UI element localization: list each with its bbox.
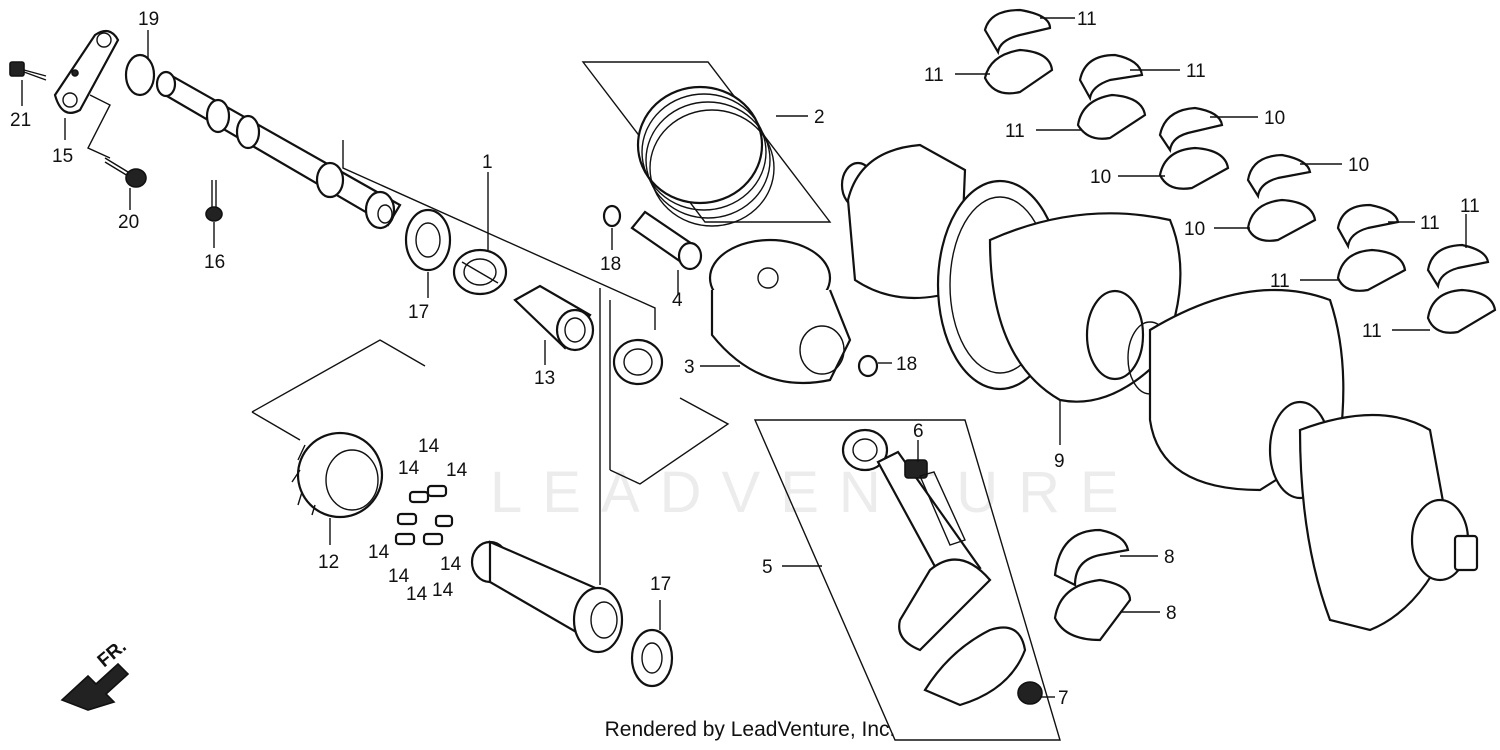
callout-8b: 8 (1166, 603, 1177, 624)
bearings-8 (1053, 528, 1132, 642)
callout-14h: 14 (432, 580, 454, 601)
callout-1: 1 (482, 152, 493, 173)
needle-bearing-1 (452, 248, 508, 296)
callout-14g: 14 (406, 584, 428, 605)
callout-10a: 10 (1264, 108, 1285, 129)
front-direction-arrow: FR. (60, 636, 131, 711)
callout-19: 19 (138, 9, 159, 30)
callout-14c: 14 (446, 460, 468, 481)
callout-2: 2 (814, 107, 825, 128)
rollers-14 (394, 484, 454, 546)
callout-3: 3 (684, 357, 695, 378)
clip-18-upper (602, 204, 622, 228)
callout-6: 6 (913, 421, 924, 442)
bolt-21 (9, 61, 47, 81)
watermark-text: LEADVENTURE (490, 460, 1139, 525)
callout-10c: 10 (1348, 155, 1369, 176)
rod-bolt-6 (904, 459, 966, 546)
nut-7 (1017, 681, 1043, 705)
callout-11c: 11 (1186, 61, 1206, 82)
washer-19 (124, 53, 156, 97)
callout-11g: 11 (1270, 271, 1290, 292)
callout-10d: 10 (1184, 219, 1205, 240)
primary-shaft (155, 70, 402, 230)
callout-14e: 14 (388, 566, 410, 587)
oil-seal-17-lower (630, 628, 674, 688)
callouts: 1 2 3 4 5 6 7 8 8 9 10 10 10 10 11 11 11… (10, 9, 1480, 709)
leader-lines (21, 17, 1467, 698)
callout-14f: 14 (440, 554, 462, 575)
primary-shaft-frame (342, 140, 656, 330)
callout-11f: 11 (1460, 196, 1480, 217)
piston-3 (708, 238, 852, 385)
callout-15: 15 (52, 146, 73, 167)
bearing-frame (609, 397, 730, 485)
oil-seal-17-upper (404, 208, 452, 272)
callout-20: 20 (118, 212, 139, 233)
callout-8a: 8 (1164, 547, 1175, 568)
rod-cap (923, 626, 1027, 707)
credit-line: Rendered by LeadVenture, Inc. (0, 718, 1500, 742)
callout-17a: 17 (408, 302, 429, 323)
callout-11h: 11 (1362, 321, 1382, 342)
callout-18b: 18 (896, 354, 917, 375)
bolt-20 (104, 157, 147, 188)
starter-gear-12 (291, 431, 384, 519)
main-bearings (983, 8, 1497, 334)
callout-14b: 14 (398, 458, 420, 479)
callout-14d: 14 (368, 542, 390, 563)
callout-14a: 14 (418, 436, 440, 457)
clip-18-lower (857, 354, 879, 378)
callout-9: 9 (1054, 451, 1065, 472)
callout-7: 7 (1058, 688, 1069, 709)
collar-13 (513, 284, 595, 352)
starter-clutch-shaft (470, 540, 624, 654)
callout-11a: 11 (1077, 9, 1097, 30)
piston-pin-4 (630, 210, 703, 271)
starter-clutch-frame-lower (251, 411, 301, 441)
callout-17b: 17 (650, 574, 671, 595)
callout-10b: 10 (1090, 167, 1111, 188)
needle-bearing-2 (612, 338, 664, 386)
callout-16: 16 (204, 252, 225, 273)
callout-12: 12 (318, 552, 339, 573)
callout-4: 4 (672, 290, 683, 311)
piston-rings-2 (636, 85, 775, 227)
callout-5: 5 (762, 557, 773, 578)
crankshaft-9 (840, 143, 1479, 632)
arm-leader-2 (87, 94, 111, 159)
direction-label: FR. (94, 636, 131, 672)
connecting-rod-frame (753, 419, 1061, 741)
callout-11e: 11 (1420, 213, 1440, 234)
bolt-16 (205, 180, 223, 222)
arm (53, 29, 120, 114)
credit-text: Rendered by LeadVenture, Inc. (604, 718, 896, 741)
connecting-rod-5 (841, 428, 992, 652)
callout-21: 21 (10, 110, 31, 131)
callout-11d: 11 (1005, 121, 1025, 142)
callout-18a: 18 (600, 254, 621, 275)
starter-clutch-frame (251, 339, 426, 413)
callout-11b: 11 (924, 65, 944, 86)
callout-13: 13 (534, 368, 555, 389)
